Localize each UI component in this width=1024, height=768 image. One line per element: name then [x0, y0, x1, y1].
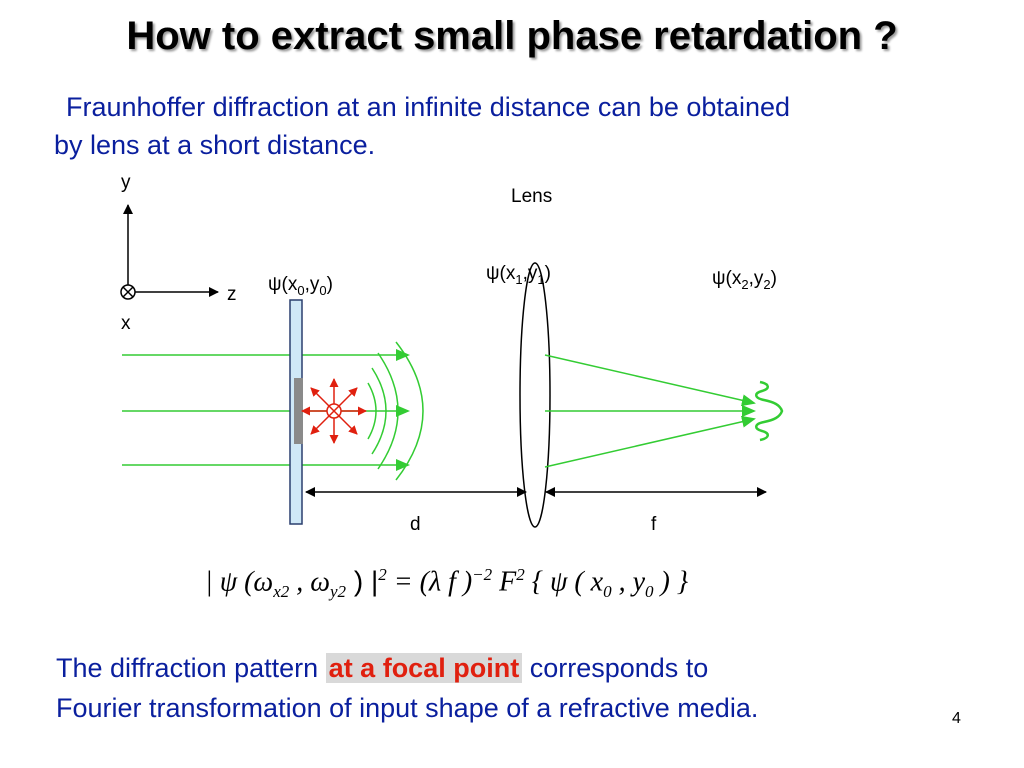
focused-beam	[544, 415, 756, 468]
psi-lens-plane-label: ψ(x1,y1)	[486, 263, 551, 287]
point-source	[301, 378, 367, 444]
conclusion-text: The diffraction pattern at a focal point…	[56, 648, 976, 728]
page-number: 4	[952, 710, 961, 727]
wavefront-arc	[377, 352, 399, 470]
conclusion-pre: The diffraction pattern	[56, 653, 326, 683]
axis-z-label: z	[227, 284, 237, 305]
distance-f-label: f	[651, 514, 657, 535]
distance-d-label: d	[410, 514, 421, 535]
conclusion-post: corresponds to	[522, 653, 709, 683]
axis-y-label: y	[121, 172, 131, 193]
psi-input-plane-label: ψ(x0,y0)	[268, 274, 333, 298]
intro-text: Fraunhoffer diffraction at an infinite d…	[54, 88, 1006, 164]
lens-label: Lens	[511, 186, 553, 207]
psi-focal-plane-label: ψ(x2,y2)	[712, 268, 777, 292]
fourier-equation: | ψ (ωx2 , ωy2 ) |2 = (λ f )−2 F2 { ψ ( …	[205, 565, 689, 601]
incident-beams	[122, 349, 410, 471]
scatter-center-icon	[326, 403, 342, 419]
intro-line-2: by lens at a short distance.	[54, 130, 376, 160]
x-axis-into-page-icon	[120, 284, 136, 300]
wavefront-arc	[371, 367, 387, 455]
focused-beams	[544, 354, 756, 468]
diffraction-pattern-icon	[755, 380, 784, 442]
intro-line-1: Fraunhoffer diffraction at an infinite d…	[66, 92, 790, 122]
focal-point-highlight: at a focal point	[325, 653, 523, 683]
conclusion-line-2: Fourier transformation of input shape of…	[56, 693, 759, 723]
axis-x-label: x	[121, 313, 131, 334]
wavefront-arc	[367, 382, 377, 440]
slide-title: How to extract small phase retardation ?	[126, 14, 898, 58]
spherical-wavefronts	[367, 341, 424, 481]
phase-object	[294, 378, 303, 444]
lens	[519, 262, 551, 528]
coordinate-axes	[120, 204, 219, 300]
focused-beam	[544, 354, 756, 407]
wavefront-arc	[395, 341, 424, 481]
